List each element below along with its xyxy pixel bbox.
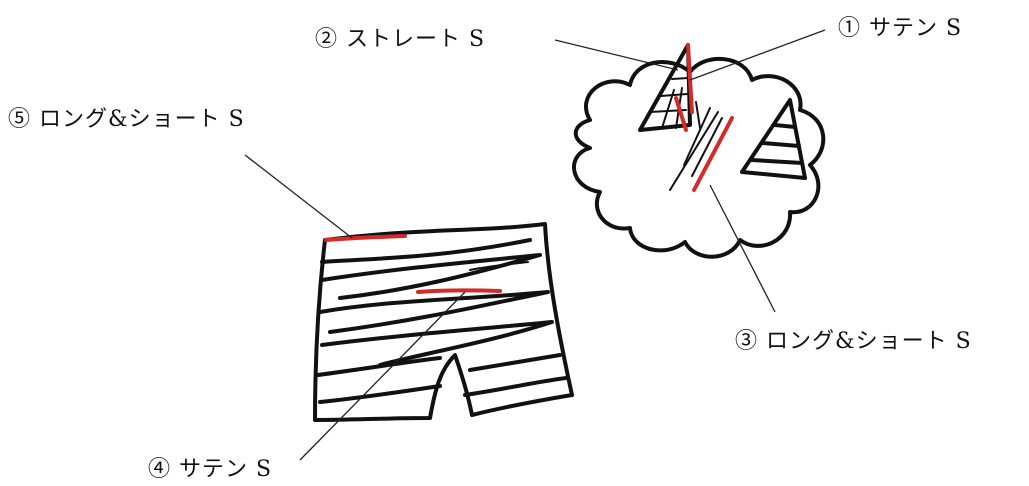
leader-long-short-pants — [245, 155, 352, 238]
cloud-outline — [574, 59, 823, 257]
right-horn-outline — [742, 100, 805, 178]
label-satin-top: ① サテン S — [838, 16, 962, 41]
leader-long-short-cloud — [710, 185, 775, 312]
striped-shorts-illustration — [315, 224, 572, 420]
satin-stitch-pants-red-mark — [418, 290, 500, 292]
label-satin-pants: ④ サテン S — [148, 457, 272, 482]
label-straight: ② ストレート S — [315, 27, 485, 52]
leader-straight — [555, 40, 678, 70]
label-long-short-cloud: ③ ロング&ショート S — [735, 329, 972, 354]
leader-satin-top — [690, 30, 825, 80]
label-long-short-pants: ⑤ ロング&ショート S — [8, 107, 245, 132]
